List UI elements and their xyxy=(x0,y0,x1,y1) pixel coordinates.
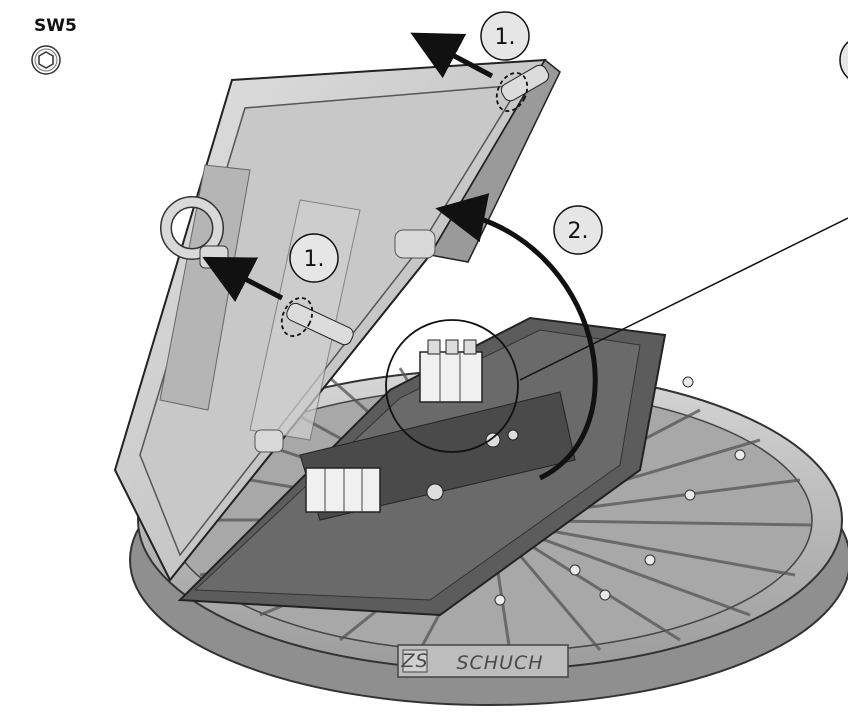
step-badge-2: 2. xyxy=(553,205,603,255)
hinge-pin-left xyxy=(280,297,354,346)
step-1-label-left: 1. xyxy=(304,247,325,272)
brand-plate: ZS SCHUCH xyxy=(397,644,569,678)
terminal-block-upper xyxy=(419,339,483,403)
detail-callout xyxy=(385,217,848,453)
terminal-block-lower xyxy=(305,429,519,513)
rotate-lid-arrow xyxy=(435,193,598,481)
step-badge-1-left: 1. xyxy=(289,233,339,283)
hex-socket-icon xyxy=(31,45,61,75)
tool-size-label: SW5 xyxy=(34,16,77,36)
brand-logo-mark: ZS xyxy=(400,650,428,672)
step-badge-1-top: 1. xyxy=(480,11,530,61)
hinge-pin-top xyxy=(495,64,550,112)
step-2-label: 2. xyxy=(568,219,589,244)
remove-pin-arrow-left xyxy=(202,256,284,302)
remove-pin-arrow-top xyxy=(410,32,494,79)
step-1-label-top: 1. xyxy=(495,25,516,50)
brand-name: SCHUCH xyxy=(456,652,543,674)
step-badge-partial xyxy=(839,41,848,79)
